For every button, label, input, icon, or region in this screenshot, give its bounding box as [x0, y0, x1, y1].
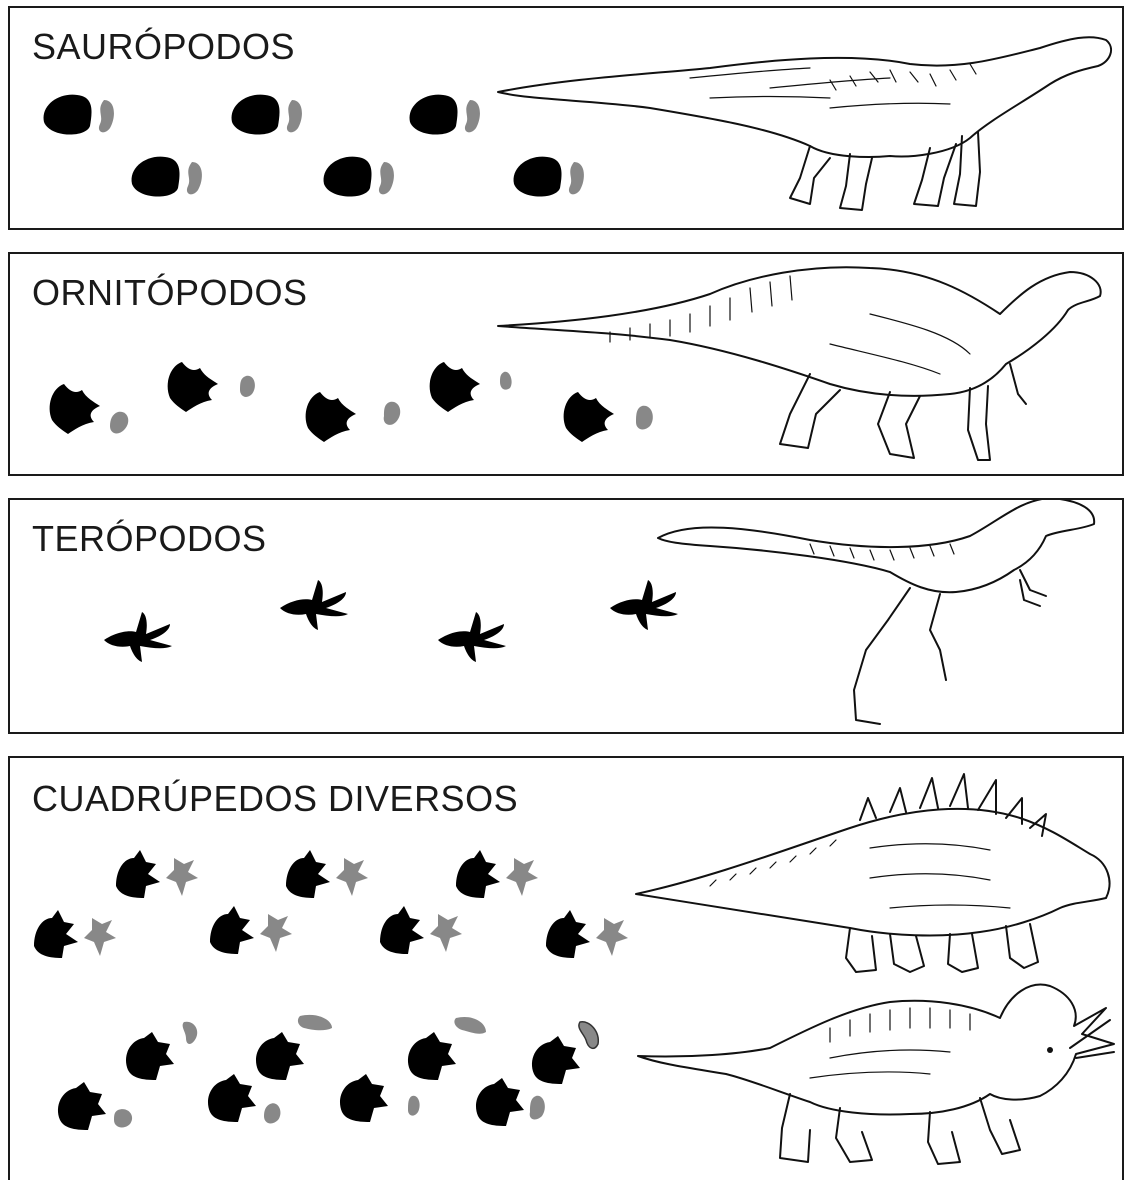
- stegosaur-track: [380, 906, 462, 954]
- ornithopod-track: [168, 362, 255, 412]
- theropod-trackway: [104, 580, 678, 662]
- stegosaur-trackway: [34, 850, 628, 958]
- sauropods-illustration: [10, 8, 1124, 230]
- sauropod-track: [324, 157, 394, 197]
- ceratopsian-track: [340, 1074, 420, 1122]
- sauropod-track: [44, 95, 114, 135]
- stegosaur-drawing: [636, 774, 1109, 972]
- stegosaur-track: [286, 850, 368, 898]
- sauropod-track: [232, 95, 302, 135]
- ceratopsian-track: [208, 1074, 280, 1123]
- ceratopsian-track: [408, 1017, 486, 1080]
- ornithopod-track: [564, 392, 653, 442]
- theropod-track: [280, 580, 348, 630]
- panel-various-quadrupeds: CUADRÚPEDOS DIVERSOS: [8, 756, 1124, 1180]
- ornithopod-track: [306, 392, 401, 442]
- stegosaur-track: [546, 910, 628, 958]
- sauropod-track: [514, 157, 584, 197]
- theropod-track: [610, 580, 678, 630]
- theropod-track: [438, 612, 506, 662]
- sauropod-track: [410, 95, 480, 135]
- ornithopods-illustration: [10, 254, 1124, 476]
- panel-ornithopods: ORNITÓPODOS: [8, 252, 1124, 476]
- ceratopsian-track: [256, 1015, 332, 1080]
- stegosaur-track: [34, 910, 116, 958]
- stegosaur-track: [210, 906, 292, 954]
- panel-theropods: TERÓPODOS: [8, 498, 1124, 734]
- ornithopod-track: [50, 384, 129, 434]
- ceratopsian-track: [476, 1078, 545, 1126]
- quadrupeds-illustration: [10, 758, 1124, 1180]
- stegosaur-track: [456, 850, 538, 898]
- sauropod-trackway: [44, 95, 584, 197]
- ornithopod-track: [430, 362, 512, 412]
- theropod-drawing: [658, 500, 1094, 724]
- ceratopsian-track: [126, 1022, 197, 1080]
- ceratopsian-trackway: [58, 1015, 598, 1130]
- panel-sauropods: SAURÓPODOS: [8, 6, 1124, 230]
- sauropod-track: [132, 157, 202, 197]
- ceratopsian-track: [532, 1022, 598, 1084]
- theropod-track: [104, 612, 172, 662]
- sauropod-drawing: [498, 37, 1111, 210]
- ornithopod-trackway: [50, 362, 653, 442]
- theropods-illustration: [10, 500, 1124, 734]
- stegosaur-track: [116, 850, 198, 898]
- ceratopsian-track: [58, 1082, 132, 1130]
- ceratopsian-drawing: [638, 985, 1114, 1164]
